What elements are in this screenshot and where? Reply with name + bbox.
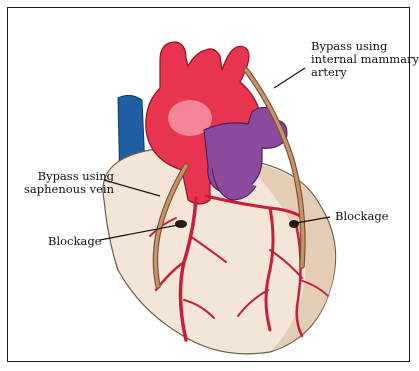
label-bypass-saphenous: Bypass using saphenous vein: [24, 170, 114, 196]
blockage-left-mark: [175, 220, 187, 228]
label-blockage-right: Blockage: [335, 210, 389, 223]
label-bypass-mammary-line3: artery: [311, 66, 419, 79]
label-bypass-saphenous-line2: saphenous vein: [24, 183, 114, 196]
label-blockage-left: Blockage: [48, 235, 102, 248]
blockage-right-mark: [289, 220, 299, 228]
label-bypass-mammary: Bypass using internal mammary artery: [311, 40, 419, 79]
